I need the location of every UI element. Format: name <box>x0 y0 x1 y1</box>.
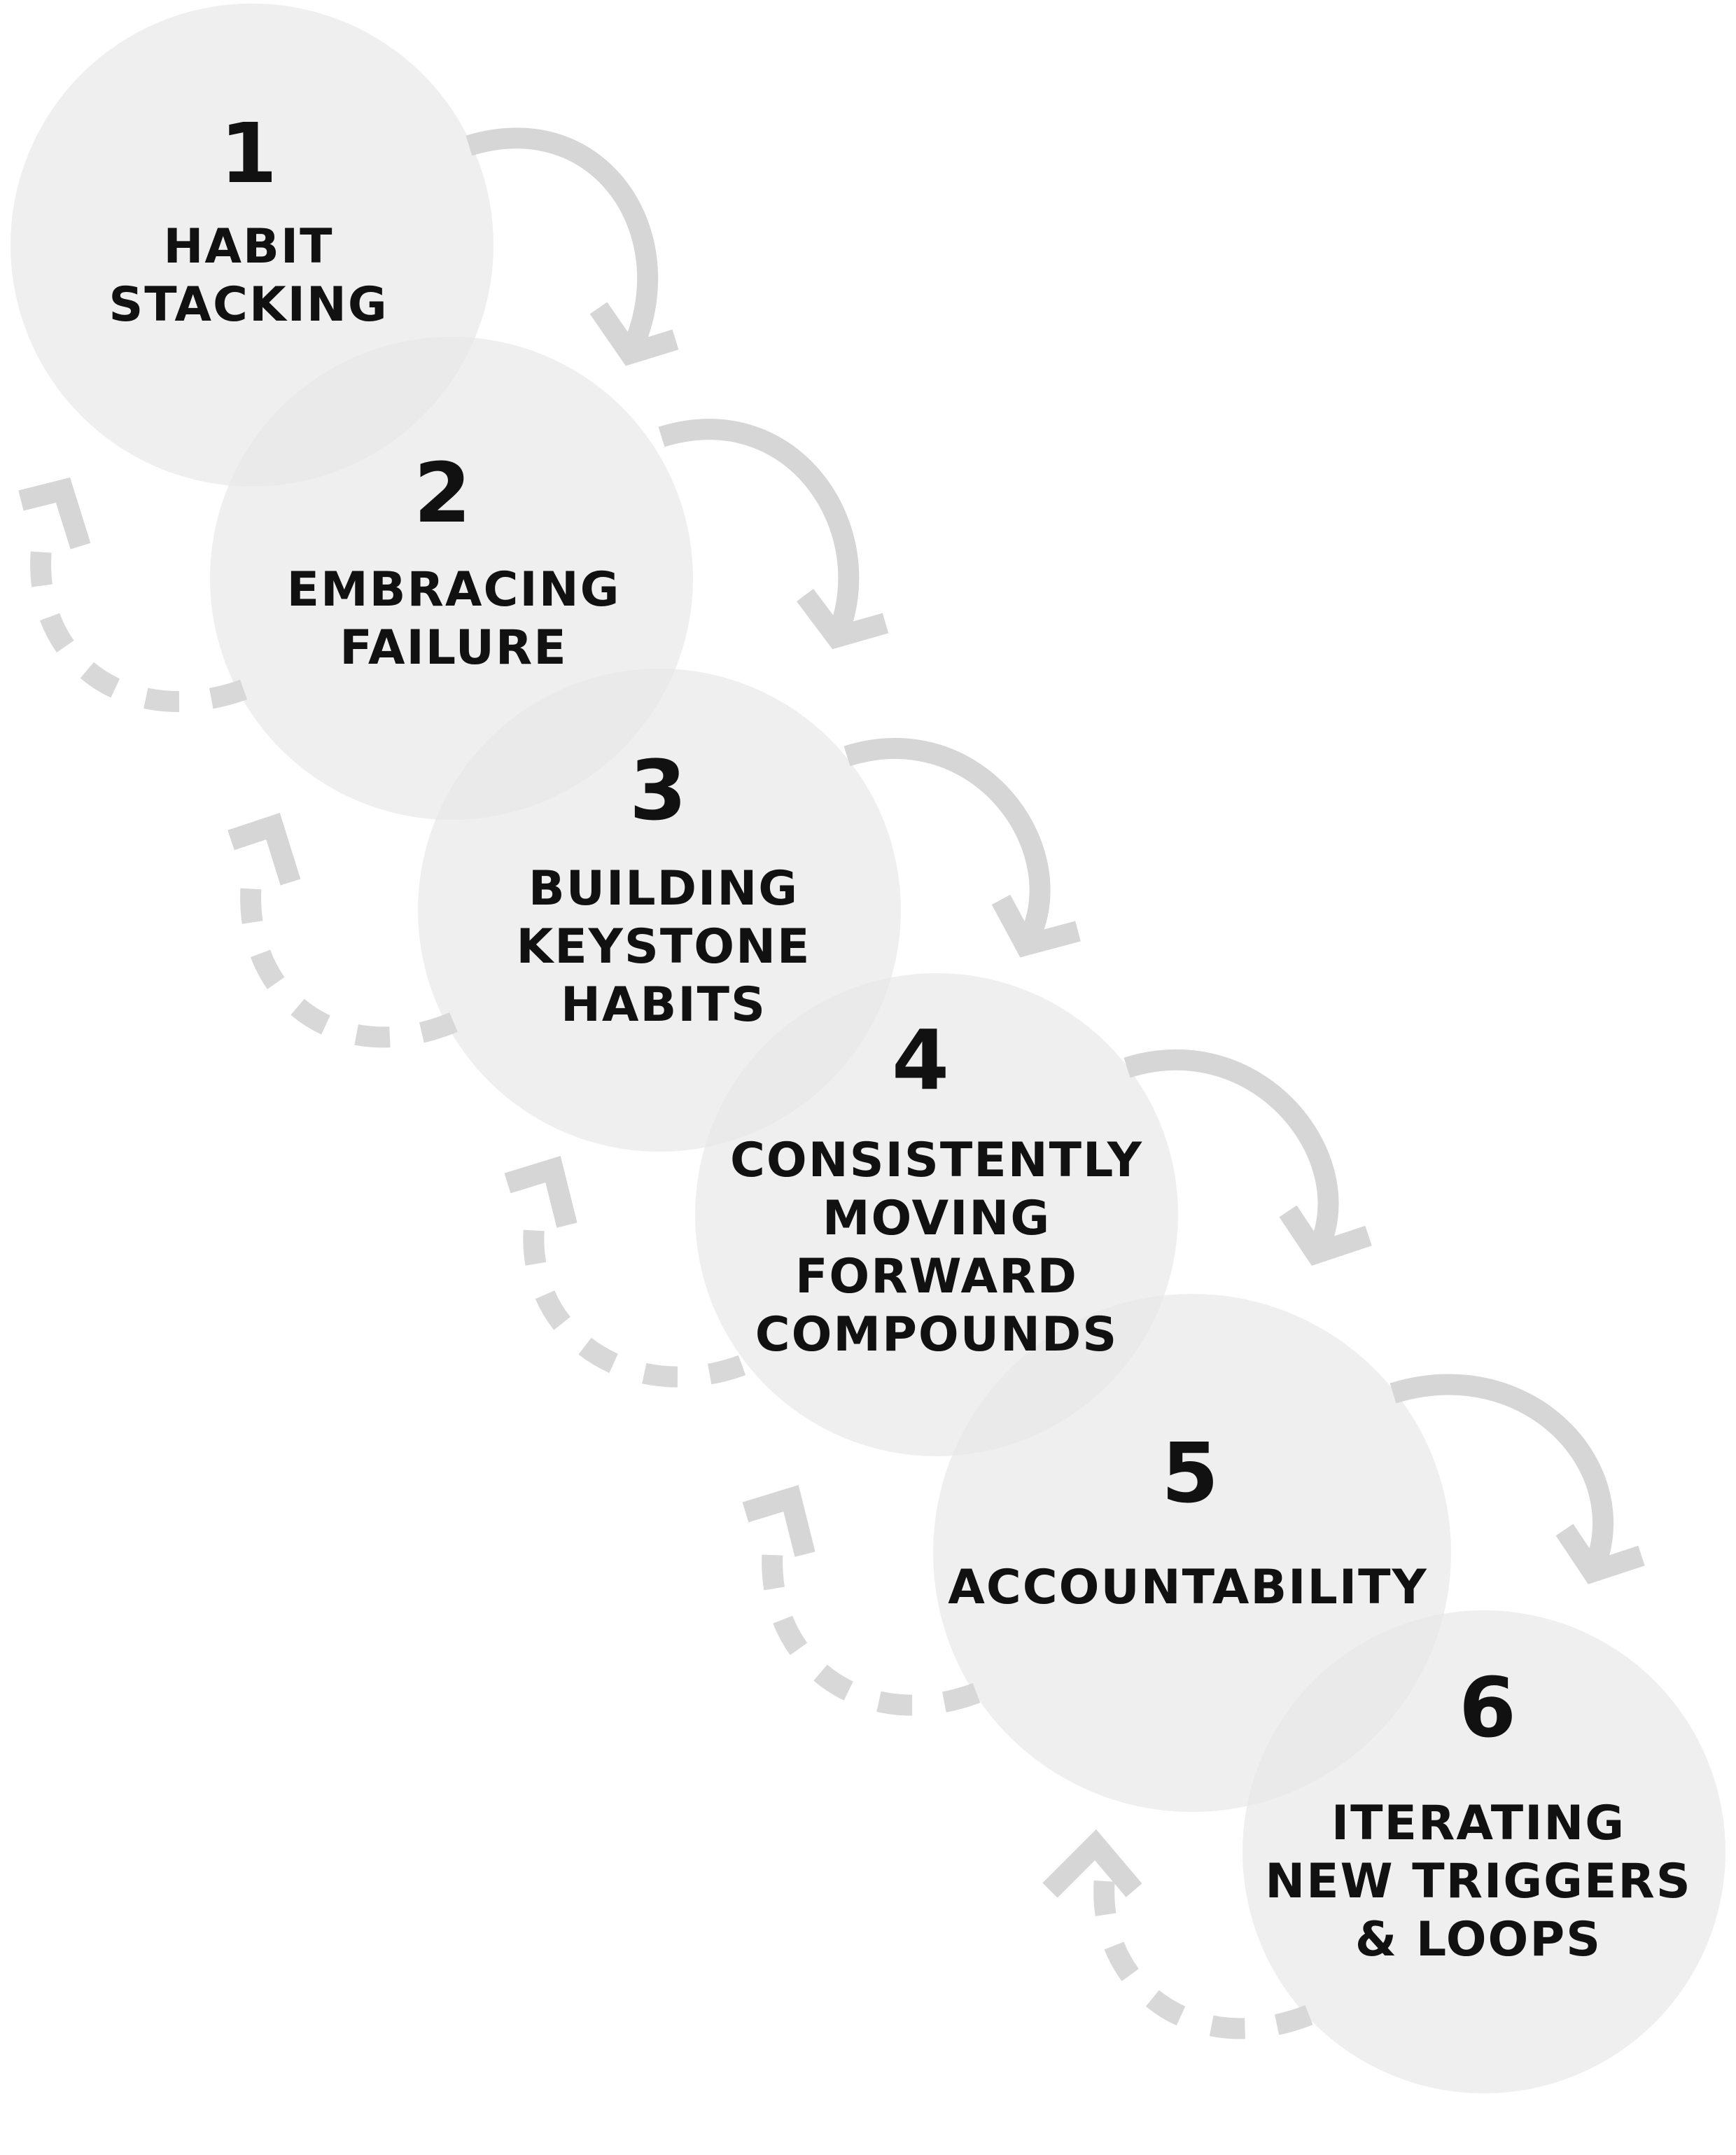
step-label-line: BUILDING <box>528 861 799 916</box>
step-label-line: EMBRACING <box>287 562 621 618</box>
step-number: 4 <box>892 1012 949 1108</box>
step-number: 3 <box>629 742 687 839</box>
curved-dashed-arrow-icon <box>18 477 248 712</box>
back-arrows <box>18 477 1313 2039</box>
curved-solid-arrow-icon <box>1124 1049 1372 1266</box>
step-circles <box>10 4 1726 2093</box>
step-number: 5 <box>1161 1425 1219 1521</box>
step-label-line: ACCOUNTABILITY <box>948 1560 1428 1615</box>
curved-dashed-arrow-icon <box>504 1156 746 1388</box>
curved-solid-arrow-icon <box>465 127 679 366</box>
step-number: 6 <box>1459 1659 1516 1756</box>
step-number: 2 <box>414 445 471 541</box>
step-number: 1 <box>220 105 277 202</box>
curved-solid-arrow-icon <box>658 419 889 650</box>
curved-dashed-arrow-icon <box>742 1485 981 1716</box>
step-label-line: STACKING <box>108 277 388 333</box>
forward-arrows <box>465 127 1645 1584</box>
step-label-line: & LOOPS <box>1355 1912 1602 1967</box>
step-label-line: FAILURE <box>340 620 568 676</box>
step-labels: 1 HABIT STACKING 2 EMBRACING FAILURE 3 B… <box>108 105 1692 1967</box>
step-label-line: HABITS <box>561 977 766 1033</box>
curved-dashed-arrow-icon <box>227 812 458 1048</box>
step-label-line: HABIT <box>163 219 333 274</box>
curved-solid-arrow-icon <box>844 738 1081 958</box>
step-circle-6 <box>1242 1610 1726 2093</box>
curved-solid-arrow-icon <box>1390 1374 1645 1584</box>
step-label-line: COMPOUNDS <box>755 1307 1119 1362</box>
curved-dashed-arrow-icon <box>1042 1829 1313 2039</box>
step-label-line: ITERATING <box>1331 1796 1625 1851</box>
step-label-line: FORWARD <box>795 1249 1078 1304</box>
step-label-line: CONSISTENTLY <box>730 1133 1143 1188</box>
step-label-line: NEW TRIGGERS <box>1265 1854 1692 1909</box>
step-label-line: MOVING <box>822 1191 1051 1246</box>
step-label-line: KEYSTONE <box>517 919 811 975</box>
